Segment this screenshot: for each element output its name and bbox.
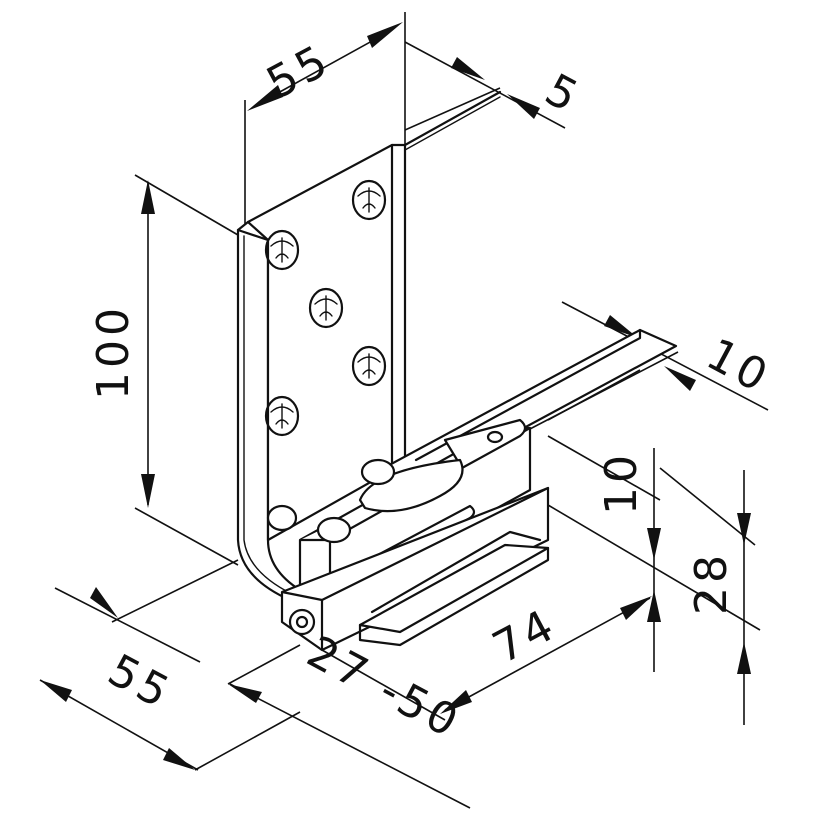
base-slide <box>280 486 550 652</box>
dim-base-width: 55 <box>39 559 301 771</box>
dim-label-base-width: 55 <box>100 645 180 720</box>
clamp-block <box>266 418 532 602</box>
screw-holes <box>264 179 387 437</box>
dim-thickness: 5 <box>404 41 589 131</box>
vertical-plate <box>236 90 502 602</box>
dim-label-slot-height: 10 <box>596 451 647 515</box>
screw-hole-5 <box>264 395 300 437</box>
dim-clamp-range: 27 -50 <box>227 626 471 809</box>
dim-label-slot-width: 10 <box>698 329 778 404</box>
dim-heights: 10 28 <box>547 435 761 725</box>
dim-label-clamp-range: 27 -50 <box>299 626 469 749</box>
dim-height: 100 <box>88 174 239 566</box>
screw-hole-2 <box>351 179 387 221</box>
dim-label-thickness: 5 <box>537 64 589 124</box>
screw-hole-4 <box>351 345 387 387</box>
dim-label-total-height: 28 <box>686 551 737 615</box>
dim-label-base-length: 74 <box>485 599 565 674</box>
screw-hole-1 <box>264 229 300 271</box>
dim-label-height: 100 <box>88 304 139 400</box>
screw-hole-3 <box>308 287 344 329</box>
dim-slot-width: 10 <box>527 301 779 431</box>
